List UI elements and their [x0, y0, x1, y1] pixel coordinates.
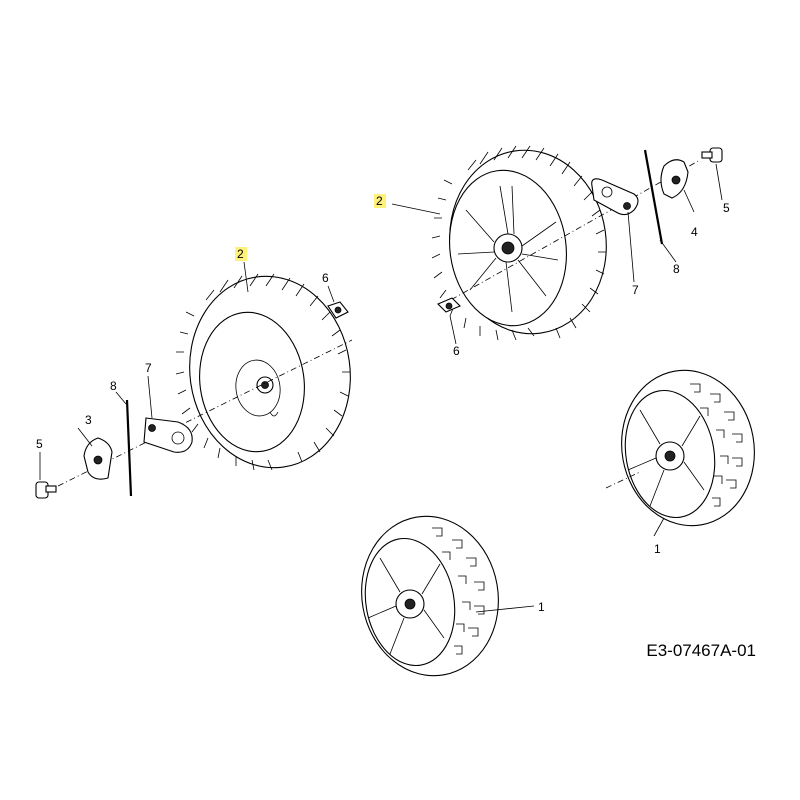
callout-wheel-front-bottom: 1: [538, 600, 545, 614]
bushing-right: [437, 297, 461, 313]
bracket-right: [591, 178, 639, 216]
bracket-left: [143, 417, 193, 453]
rod-right: [643, 149, 664, 245]
callout-bracket-left: 7: [145, 361, 152, 375]
callout-wheel-rear-right: 2: [376, 194, 383, 208]
axle-line-right: [439, 159, 701, 307]
rod-left: [125, 399, 133, 497]
callout-highlight-left: [235, 247, 247, 261]
callout-hub-left: 3: [85, 413, 92, 427]
callout-hub-right: 4: [691, 225, 698, 239]
callout-wheel-rear-left: 2: [237, 247, 244, 261]
callout-bracket-right: 7: [632, 283, 639, 297]
callout-bushing-right: 6: [453, 344, 460, 358]
callout-bushing-left: 6: [322, 271, 329, 285]
callout-bolt-right: 5: [723, 201, 730, 215]
rear-wheel-left: [175, 273, 351, 471]
bolt-right: [701, 147, 723, 163]
callout-wheel-front-right: 1: [654, 542, 661, 556]
callout-bolt-left: 5: [36, 437, 43, 451]
axle-line-front-right: [605, 471, 641, 489]
front-wheel-right: [621, 369, 755, 527]
callout-rod-left: 8: [110, 379, 117, 393]
leader-lines: [39, 163, 723, 613]
callout-highlight-right: [374, 194, 386, 208]
bolt-left: [35, 481, 57, 499]
document-id: E3-07467A-01: [646, 641, 756, 660]
callout-rod-right: 8: [673, 262, 680, 276]
hub-left: [83, 437, 113, 480]
front-wheel-bottom: [361, 515, 499, 677]
hub-right: [660, 159, 689, 199]
bushing-left: [327, 301, 349, 319]
rear-wheel-right: [431, 145, 607, 341]
